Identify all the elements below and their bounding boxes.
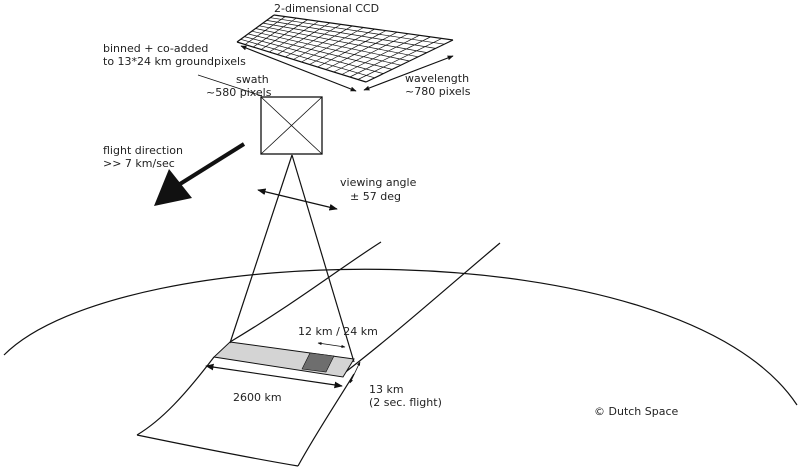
earth-horizon-curve [3,268,798,406]
viewing-angle-label-line1: viewing angle [340,176,417,189]
swath-arrow [240,45,357,92]
viewing-cone-left [229,154,293,344]
flight-direction-arrow [154,142,246,206]
binned-label-line2: to 13*24 km groundpixels [103,55,246,68]
ccd-label: 2-dimensional CCD [274,2,379,15]
viewing-angle-label-line2: ± 57 deg [350,190,401,203]
copyright-label: © Dutch Space [594,405,679,418]
swath-width-arrow [205,363,343,389]
along-track-label-line2: (2 sec. flight) [369,396,442,409]
pixel-size-label: 12 km / 24 km [298,325,378,338]
swath-label-line2: ~580 pixels [206,86,272,99]
flight-direction-label-line1: flight direction [103,144,183,157]
swath-width-label: 2600 km [233,391,282,404]
ground-swath-band [136,241,501,467]
binned-label-line1: binned + co-added [103,42,208,55]
swath-strip [212,341,355,378]
along-track-arrow [349,361,361,384]
binned-leader-line [197,74,263,97]
flight-direction-label-line2: >> 7 km/sec [103,157,175,170]
instrument-box [260,96,323,155]
pixel-size-arrow [317,341,346,349]
wavelength-label-line2: ~780 pixels [405,85,471,98]
along-track-label-line1: 13 km [369,383,404,396]
wavelength-arrow [363,55,454,91]
swath-label-line1: swath [236,73,269,86]
wavelength-label-line1: wavelength [405,72,469,85]
viewing-angle-arrow [257,188,338,211]
